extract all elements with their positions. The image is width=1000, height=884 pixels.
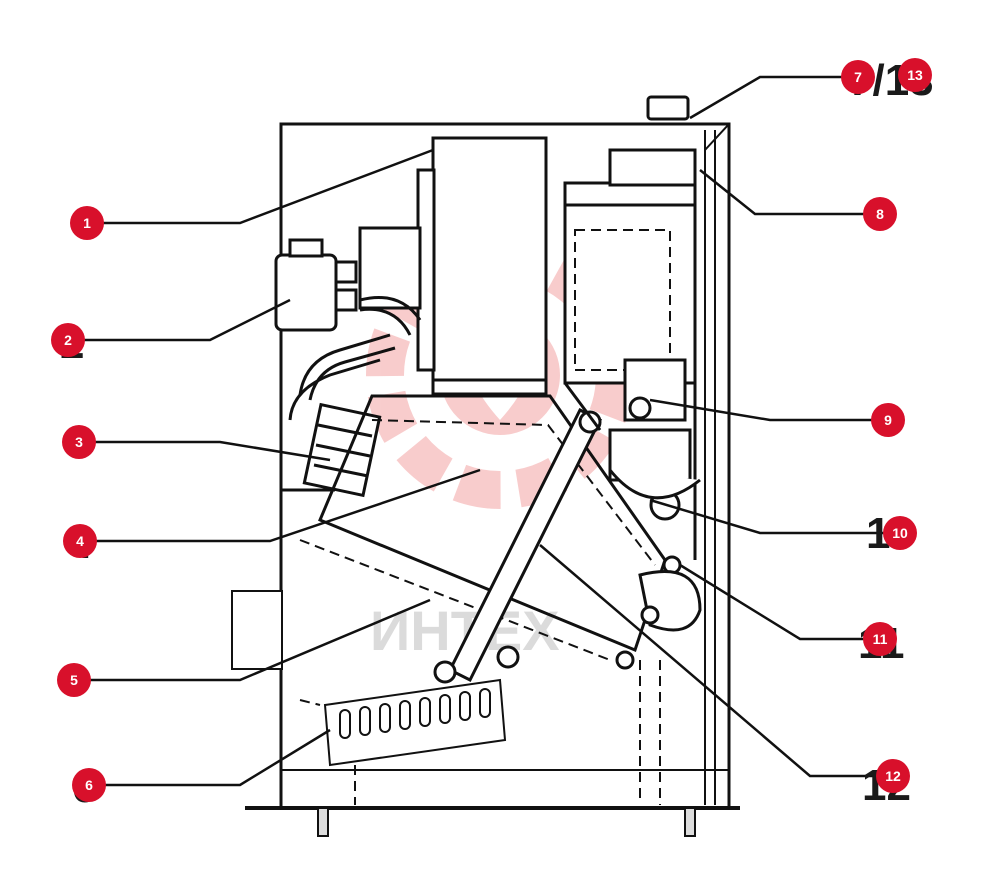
- callout-badge-6[interactable]: 6: [72, 768, 106, 802]
- svg-text:6: 6: [85, 777, 93, 793]
- callout-badge-4[interactable]: 4: [63, 524, 97, 558]
- coupling-block: [302, 402, 382, 498]
- cabinet-feet: [317, 807, 696, 837]
- svg-text:12: 12: [885, 768, 901, 784]
- top-fitting: [646, 95, 690, 121]
- callout-badge-2[interactable]: 2: [51, 323, 85, 357]
- callout-badge-12[interactable]: 12: [876, 759, 910, 793]
- svg-text:7: 7: [854, 69, 862, 85]
- svg-text:5: 5: [70, 672, 78, 688]
- callout-badge-8[interactable]: 8: [863, 197, 897, 231]
- svg-text:8: 8: [876, 206, 884, 222]
- svg-text:3: 3: [75, 434, 83, 450]
- dashed-guides: [299, 660, 661, 805]
- burner-fan-unit: [358, 136, 548, 396]
- svg-text:1: 1: [83, 215, 91, 231]
- support-strut: [433, 407, 603, 684]
- gas-valve-assembly: [608, 358, 701, 521]
- callout-badge-7[interactable]: 7: [841, 60, 875, 94]
- burner-grate: [323, 678, 507, 767]
- svg-text:13: 13: [907, 67, 923, 83]
- callout-badge-10[interactable]: 10: [883, 516, 917, 550]
- svg-text:4: 4: [76, 533, 84, 549]
- callout-badge-1[interactable]: 1: [70, 206, 104, 240]
- callout-badge-5[interactable]: 5: [57, 663, 91, 697]
- svg-text:2: 2: [64, 332, 72, 348]
- leader-lines: [68, 75, 900, 787]
- svg-text:11: 11: [873, 631, 888, 647]
- callout-badge-13[interactable]: 13: [898, 58, 932, 92]
- side-box: [231, 590, 283, 670]
- pump-unit: [274, 238, 358, 332]
- igniter-assembly: [615, 555, 702, 670]
- callout-badge-9[interactable]: 9: [871, 403, 905, 437]
- callout-badge-11[interactable]: 11: [863, 622, 897, 656]
- pipe-bundle: [288, 296, 422, 421]
- svg-text:9: 9: [884, 412, 892, 428]
- callout-layer: 1 2 3 4 5 6 7 13: [51, 58, 932, 802]
- callout-badge-3[interactable]: 3: [62, 425, 96, 459]
- svg-text:10: 10: [892, 525, 908, 541]
